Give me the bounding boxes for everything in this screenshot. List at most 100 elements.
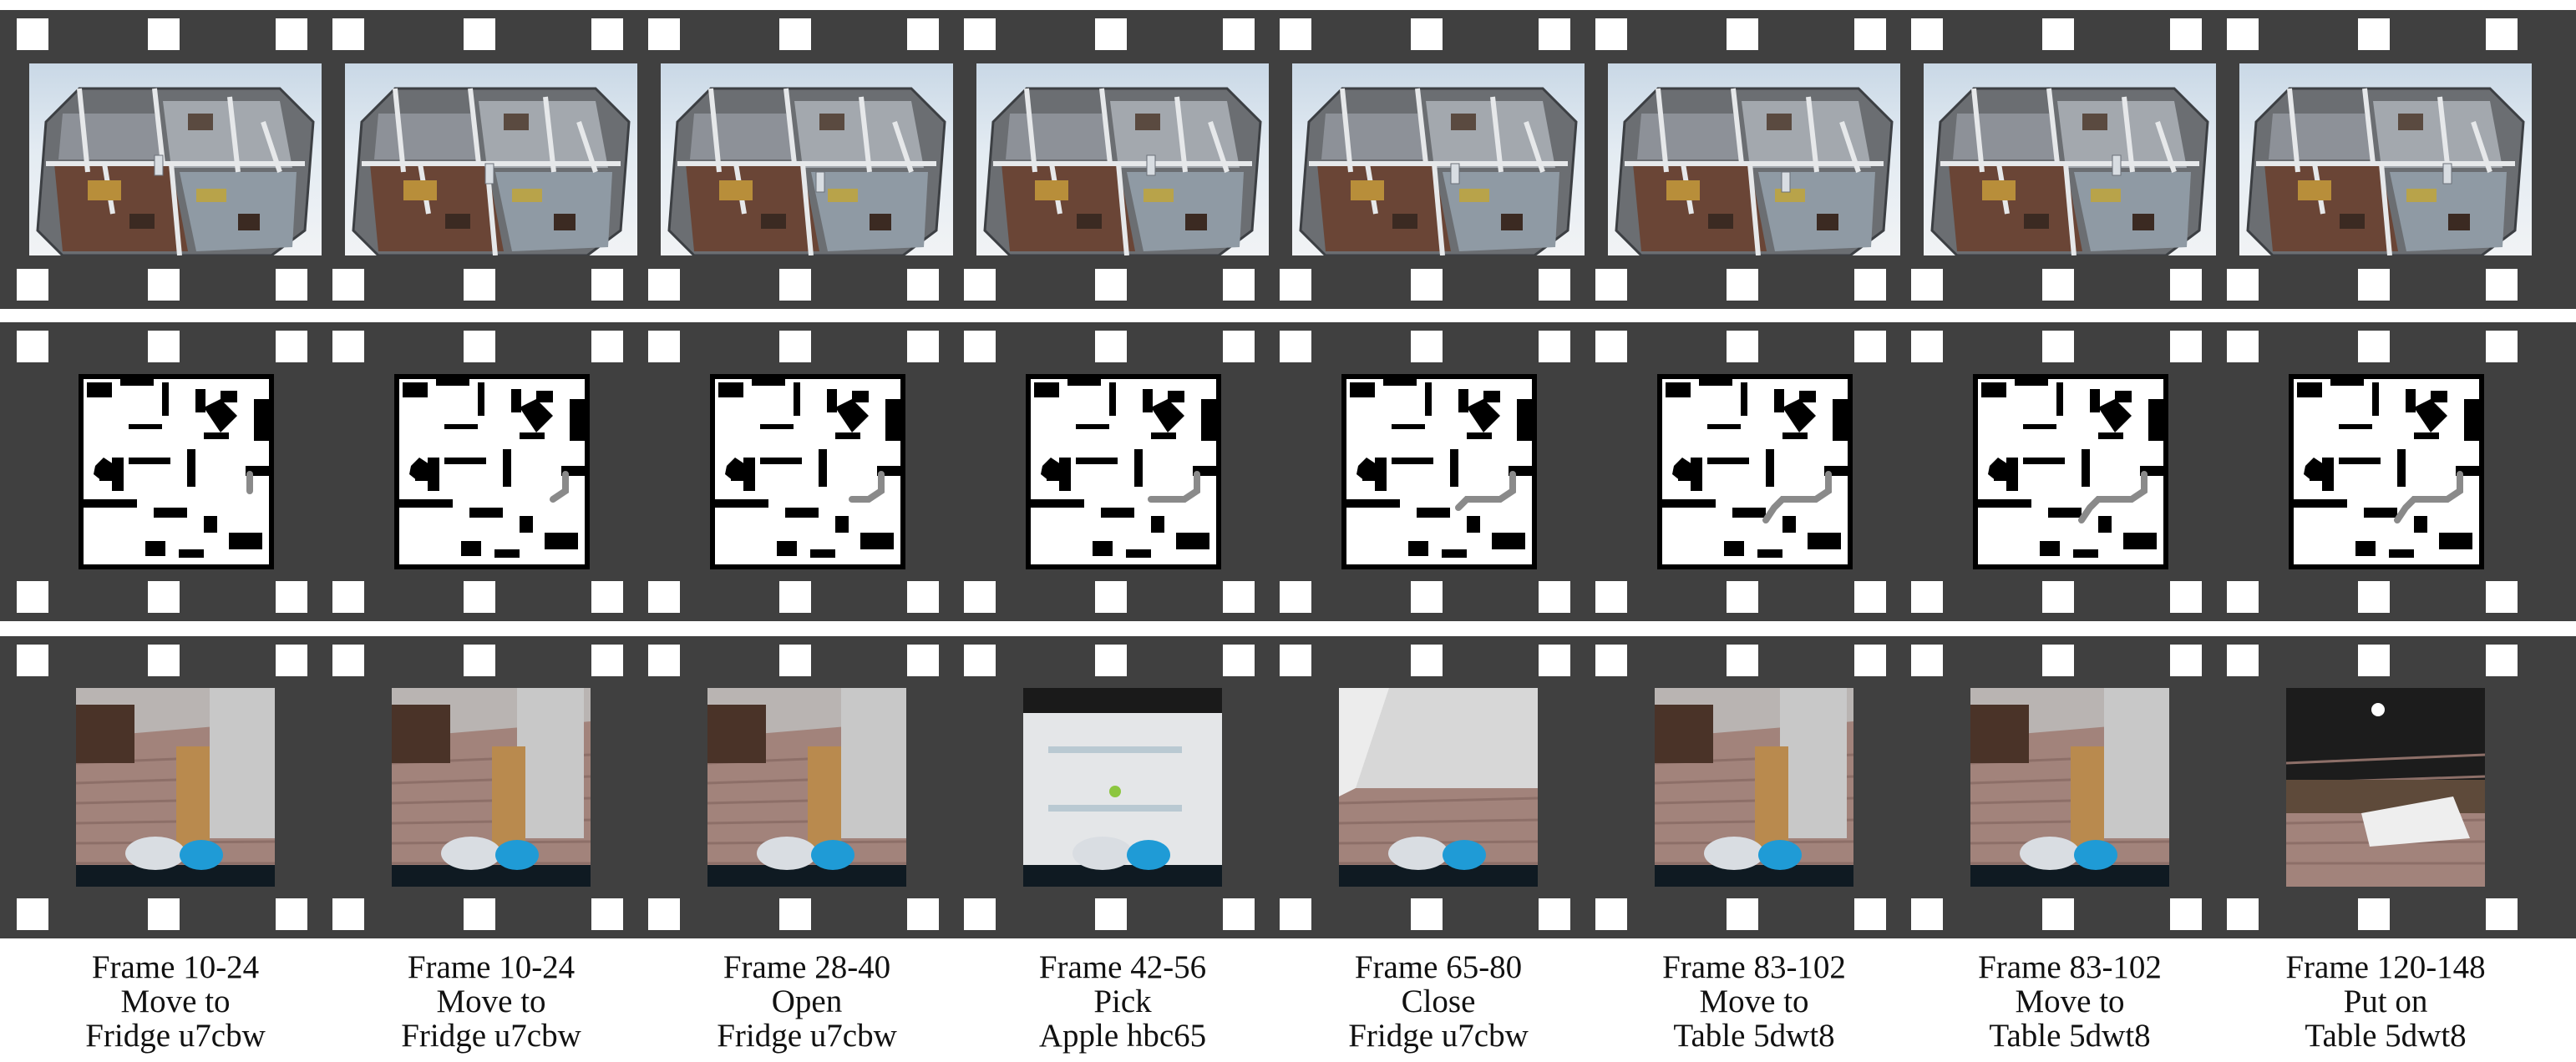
egocentric-view-thumbnail — [1970, 688, 2169, 887]
map-sprocket-hole — [2358, 581, 2390, 613]
map-sprocket-hole — [464, 581, 495, 613]
map-sprocket-hole — [1595, 331, 1627, 362]
map-sprocket-hole — [1223, 581, 1255, 613]
ego-sprocket-hole — [2227, 898, 2259, 930]
overhead-sprocket-hole — [1411, 269, 1443, 301]
map-sprocket-hole — [2042, 581, 2074, 613]
overhead-sprocket-hole — [2358, 18, 2390, 50]
overhead-3d-thumbnail — [29, 63, 322, 255]
map-sprocket-hole — [2227, 331, 2259, 362]
ego-sprocket-hole — [1595, 645, 1627, 676]
caption-action: Pick — [1093, 984, 1152, 1019]
caption-target: Apple hbc65 — [1038, 1018, 1207, 1054]
ego-sprocket-hole — [964, 645, 996, 676]
ego-sprocket-hole — [276, 898, 307, 930]
ego-sprocket-hole — [1223, 898, 1255, 930]
overhead-3d-thumbnail — [1292, 63, 1585, 255]
ego-sprocket-hole — [2042, 898, 2074, 930]
map-sprocket-hole — [964, 581, 996, 613]
overhead-sprocket-hole — [779, 269, 811, 301]
caption-action: Put on — [2343, 984, 2428, 1019]
map-sprocket-hole — [1411, 581, 1443, 613]
ego-sprocket-hole — [2227, 645, 2259, 676]
map-sprocket-hole — [1280, 331, 1311, 362]
overhead-sprocket-hole — [17, 18, 48, 50]
occupancy-map-thumbnail — [79, 374, 274, 569]
caption-frame: Frame 65-80 — [1354, 949, 1523, 985]
overhead-sprocket-hole — [1411, 18, 1443, 50]
overhead-sprocket-hole — [17, 269, 48, 301]
overhead-sprocket-hole — [2358, 269, 2390, 301]
ego-sprocket-hole — [1095, 898, 1127, 930]
map-sprocket-hole — [276, 331, 307, 362]
ego-sprocket-hole — [464, 645, 495, 676]
map-sprocket-hole — [1911, 581, 1943, 613]
caption-target: Table 5dwt8 — [2305, 1018, 2467, 1054]
map-sprocket-hole — [779, 581, 811, 613]
filmstrip-occupancy-map — [0, 322, 2576, 621]
caption-action: Move to — [2015, 984, 2125, 1019]
occupancy-map-thumbnail — [1341, 374, 1537, 569]
map-sprocket-hole — [464, 331, 495, 362]
caption-action: Move to — [120, 984, 231, 1019]
ego-sprocket-hole — [1223, 645, 1255, 676]
overhead-sprocket-hole — [464, 269, 495, 301]
ego-sprocket-hole — [276, 645, 307, 676]
ego-sprocket-hole — [1411, 898, 1443, 930]
overhead-3d-thumbnail — [661, 63, 953, 255]
map-sprocket-hole — [332, 581, 364, 613]
occupancy-map-thumbnail — [710, 374, 905, 569]
map-sprocket-hole — [2170, 581, 2202, 613]
overhead-sprocket-hole — [1595, 18, 1627, 50]
ego-sprocket-hole — [779, 898, 811, 930]
caption-frame: Frame 83-102 — [1662, 949, 1846, 985]
ego-sprocket-hole — [148, 898, 180, 930]
map-sprocket-hole — [276, 581, 307, 613]
occupancy-map-thumbnail — [2289, 374, 2484, 569]
map-sprocket-hole — [2486, 581, 2518, 613]
ego-sprocket-hole — [1539, 898, 1570, 930]
ego-sprocket-hole — [591, 898, 623, 930]
map-sprocket-hole — [1280, 581, 1311, 613]
map-sprocket-hole — [964, 331, 996, 362]
caption-frame: Frame 42-56 — [1038, 949, 1207, 985]
caption-target: Fridge u7cbw — [85, 1018, 266, 1054]
overhead-sprocket-hole — [1911, 269, 1943, 301]
ego-sprocket-hole — [2486, 645, 2518, 676]
overhead-sprocket-hole — [2486, 18, 2518, 50]
overhead-sprocket-hole — [1539, 269, 1570, 301]
filmstrip-3d-overhead — [0, 10, 2576, 309]
overhead-3d-thumbnail — [1924, 63, 2216, 255]
ego-sprocket-hole — [1727, 898, 1758, 930]
map-sprocket-hole — [1539, 581, 1570, 613]
map-sprocket-hole — [1095, 581, 1127, 613]
map-sprocket-hole — [1223, 331, 1255, 362]
map-sprocket-hole — [2042, 331, 2074, 362]
overhead-sprocket-hole — [779, 18, 811, 50]
map-sprocket-hole — [2227, 581, 2259, 613]
overhead-sprocket-hole — [1095, 269, 1127, 301]
ego-sprocket-hole — [2170, 898, 2202, 930]
caption-target: Table 5dwt8 — [1989, 1018, 2151, 1054]
overhead-sprocket-hole — [2486, 269, 2518, 301]
overhead-sprocket-hole — [2170, 269, 2202, 301]
overhead-sprocket-hole — [148, 269, 180, 301]
overhead-sprocket-hole — [2227, 269, 2259, 301]
caption-action: Open — [771, 984, 843, 1019]
overhead-sprocket-hole — [276, 269, 307, 301]
map-sprocket-hole — [591, 331, 623, 362]
caption-target: Fridge u7cbw — [717, 1018, 897, 1054]
overhead-sprocket-hole — [332, 18, 364, 50]
occupancy-map-thumbnail — [1973, 374, 2168, 569]
overhead-sprocket-hole — [648, 18, 680, 50]
ego-sprocket-hole — [1280, 645, 1311, 676]
ego-sprocket-hole — [2486, 898, 2518, 930]
egocentric-view-thumbnail — [1655, 688, 1853, 887]
overhead-sprocket-hole — [591, 18, 623, 50]
ego-sprocket-hole — [1727, 645, 1758, 676]
map-sprocket-hole — [1595, 581, 1627, 613]
map-sprocket-hole — [648, 581, 680, 613]
